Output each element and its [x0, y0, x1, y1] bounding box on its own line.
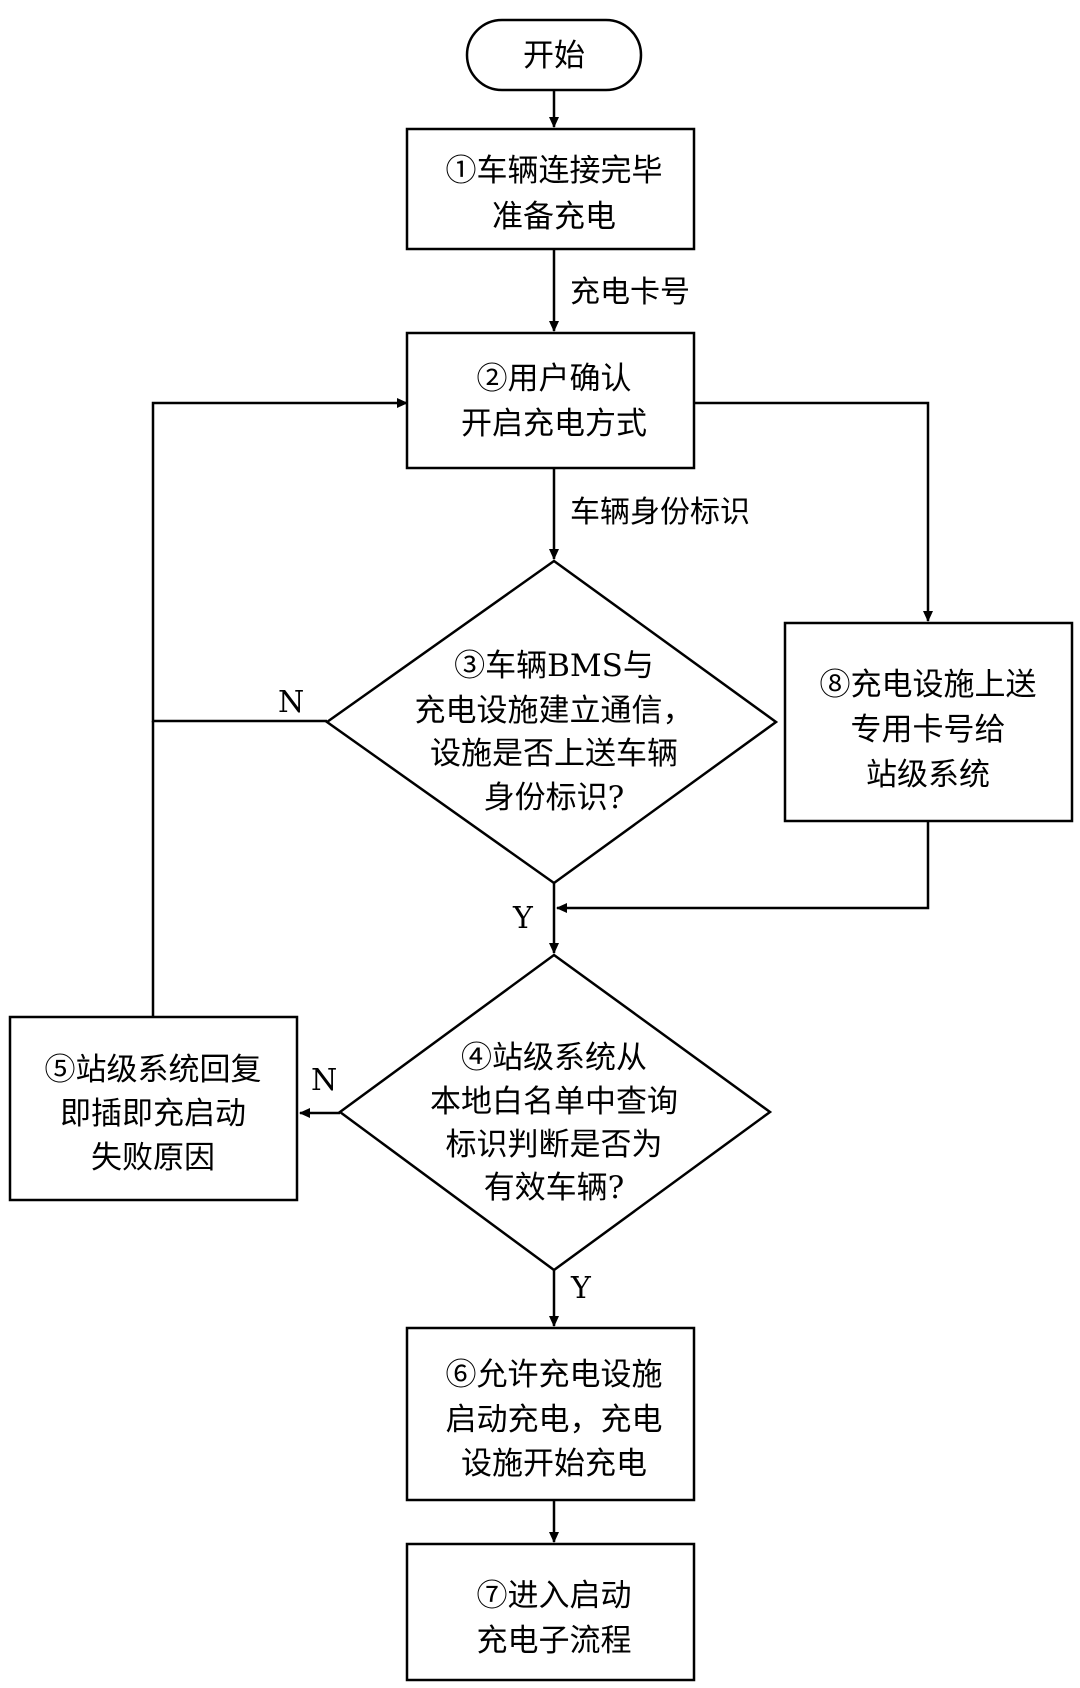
step-8-line-2: 专用卡号给	[851, 712, 1006, 748]
edge-label-n3-yes: Y	[512, 901, 534, 936]
edge-n3-no-loop	[151, 398, 408, 723]
step-2-line-1: ②用户确认	[477, 361, 632, 397]
edge-label-vehicle-id: 车辆身份标识	[570, 495, 750, 530]
step-6-line-1: ⑥允许充电设施	[446, 1357, 663, 1393]
edge-label-n4-no: N	[311, 1063, 337, 1098]
decision-3-diamond	[324, 559, 779, 885]
step-7-line-1: ⑦进入启动	[477, 1578, 632, 1614]
decision-3-line-3: 设施是否上送车辆	[430, 736, 678, 772]
decision-4-diamond	[337, 953, 773, 1272]
step-1-line-2: 准备充电	[492, 199, 616, 235]
step-8-box	[783, 621, 1074, 823]
decision-3-line-4: 身份标识?	[484, 780, 625, 816]
start-terminal	[465, 18, 643, 92]
start-label: 开始	[523, 38, 585, 74]
decision-3-line-1: ③车辆BMS与	[454, 648, 654, 684]
step-1-line-1: ①车辆连接完毕	[446, 153, 663, 189]
step-6-line-3: 设施开始充电	[461, 1446, 647, 1482]
step-8-line-1: ⑧充电设施上送	[820, 667, 1037, 703]
decision-4-line-3: 标识判断是否为	[446, 1127, 663, 1163]
decision-4-line-4: 有效车辆?	[484, 1170, 625, 1206]
decision-4-line-1: ④站级系统从	[461, 1040, 647, 1076]
edge-label-card-number: 充电卡号	[570, 275, 690, 310]
step-5-line-2: 即插即充启动	[60, 1096, 246, 1132]
step-7-line-2: 充电子流程	[477, 1623, 632, 1659]
step-5-line-3: 失败原因	[91, 1140, 215, 1176]
step-7-box	[405, 1542, 696, 1682]
step-5-box	[8, 1015, 299, 1202]
step-6-line-2: 启动充电，充电	[446, 1402, 663, 1438]
connectors	[151, 90, 933, 1543]
step-5-line-1: ⑤站级系统回复	[45, 1052, 262, 1088]
step-8-line-3: 站级系统	[866, 757, 990, 793]
decision-4-line-2: 本地白名单中查询	[430, 1084, 678, 1120]
step-1-box	[405, 127, 696, 251]
step-2-box	[405, 331, 696, 470]
edge-label-n3-no: N	[278, 685, 304, 720]
edge-label-n4-yes: Y	[570, 1271, 592, 1306]
step-6-box	[405, 1326, 696, 1502]
decision-3-line-2: 充电设施建立通信，	[415, 693, 694, 729]
edge-n8-merge	[556, 821, 930, 913]
edge-n2-n8	[694, 401, 933, 622]
step-2-line-2: 开启充电方式	[461, 406, 647, 442]
